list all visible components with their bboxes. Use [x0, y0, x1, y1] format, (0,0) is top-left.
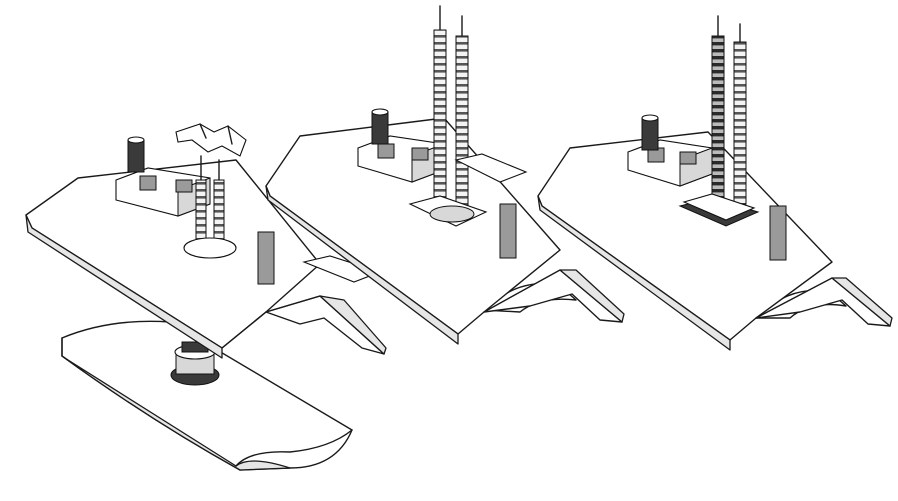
spring-clip-floating: [175, 123, 247, 157]
standoff-posts: [183, 155, 237, 259]
clamp-hub: [170, 341, 220, 386]
base-rail: [61, 320, 353, 471]
panel-partial: [265, 5, 625, 345]
flat-tab: [454, 153, 528, 183]
terminal-block: [115, 136, 211, 217]
standoff-posts: [678, 15, 760, 227]
terminal-block: [627, 114, 713, 187]
mounting-plate: [537, 131, 893, 351]
mounting-plate: [25, 159, 387, 359]
panel-exploded: [25, 123, 387, 471]
spacer-rod: [769, 205, 787, 261]
spacer-rod: [257, 231, 275, 285]
spacer-rod: [499, 203, 517, 259]
panel-assembled: [537, 15, 893, 351]
